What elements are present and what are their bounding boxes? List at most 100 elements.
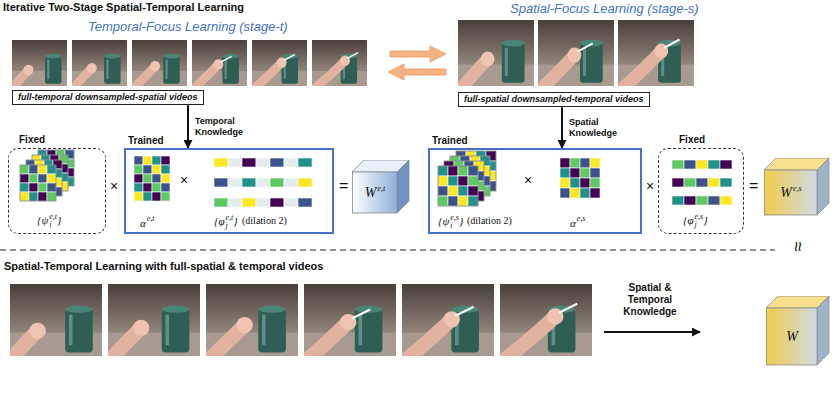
video-frame [165,315,169,346]
matrix-cell [161,174,170,183]
math-part: ie,s [450,214,459,230]
separator-line [0,249,775,250]
video-frame [455,307,473,316]
filter-bar [684,196,696,205]
video-frame [534,20,614,96]
box-heading: Trained [432,135,468,147]
dilation-note: (dilation 2) [242,215,287,227]
edge-label: Temporal Knowledge [195,116,255,138]
filter-bar [672,160,684,169]
math-part: } [233,215,237,227]
matrix-cell [468,196,478,206]
math-part: i [450,222,459,230]
matrix-cell [448,186,458,196]
matrix-cell [458,186,468,196]
video-frame [347,53,358,59]
matrix-cell [47,165,56,174]
filter-bar [214,198,312,207]
operator: = [339,176,348,195]
matrix-cell [580,158,590,168]
matrix-cell [38,183,47,192]
matrix-cell [161,192,170,201]
filter-bar [214,198,228,207]
matrix-cell [20,183,29,192]
matrix-cell [448,196,458,206]
box-text: full-spatial downsampled-temporal videos [464,94,644,105]
matrix-cell [29,192,38,201]
matrix-cell [38,165,47,174]
filter-bar [720,178,732,187]
matrix-cell [47,183,56,192]
matrix-cell [152,183,161,192]
filter-bar [672,196,684,205]
video-frame [65,306,93,313]
video-frame [352,310,370,319]
video-frame [341,56,358,84]
matrix-cell [448,166,458,176]
video-box: full-temporal downsampled-spatial videos [12,90,204,105]
video-frames [9,40,367,93]
math-part: e,t [49,213,57,221]
knowledge-arrow [187,105,189,148]
math-part: α [140,217,146,229]
video-frame [309,61,345,93]
matrix-cell [134,183,143,192]
video-frame [502,40,525,47]
trained-box: Trained{ψie,s}(dilation 2)×αe,s [428,148,642,234]
video-frame [249,63,281,93]
video-frame [309,40,367,93]
filter-bar [214,158,312,167]
math-part: {ψ [438,215,449,227]
filter-bar [284,158,298,167]
matrix-cell [458,176,468,186]
box-heading: Fixed [19,134,45,146]
operator: × [524,172,532,189]
matrix-layer [26,160,62,196]
video-frame [583,48,586,76]
trained-box: Trainedαe,t×{φje,t}(dilation 2) [124,148,334,234]
math-part: e,s [694,213,703,221]
matrix-cell [458,166,468,176]
video-frame [481,52,495,67]
matrix-cell [20,192,29,201]
fixed-box: Fixed{φje,s} [658,148,744,234]
filter-bar [214,178,228,187]
video-frames [5,284,592,367]
math-label: {ψie,t} [37,213,61,229]
video-frame [129,40,187,93]
video-frame [299,322,348,367]
filter-bar [270,198,284,207]
video-frame [495,284,592,367]
math-label: αe,s [570,214,585,230]
video-frame [495,316,555,366]
video-frame [47,60,49,80]
video-frame [559,304,577,313]
matrix-cell [29,174,38,183]
matrix-layer [20,165,56,201]
matrix-cell [134,165,143,174]
video-frame [189,40,247,93]
matrix-cell [560,188,570,198]
matrix-cell [560,158,570,168]
matrix-cell [570,158,580,168]
cube-label: We,s [780,184,801,202]
filter-bar [696,196,708,205]
matrix-cell [590,188,600,198]
video-frame [189,64,218,93]
math-part: W [780,185,792,200]
matrix-cell [570,188,580,198]
cube-shape [765,170,818,215]
matrix-cell [438,186,448,196]
matrix-cell [458,196,468,206]
filter-bar [242,158,256,167]
video-frame [249,40,307,93]
stage-title: Spatial-Focus Learning (stage-s) [510,1,699,17]
filter-bar [298,178,312,187]
matrix-cell [468,166,478,176]
math-label: αe,t [140,214,155,230]
filter-bar [708,178,720,187]
math-part: e,s [793,184,802,193]
video-frame [299,284,396,367]
filter-bar [298,198,312,207]
fixed-box: Fixed{ψie,t} [8,148,106,234]
